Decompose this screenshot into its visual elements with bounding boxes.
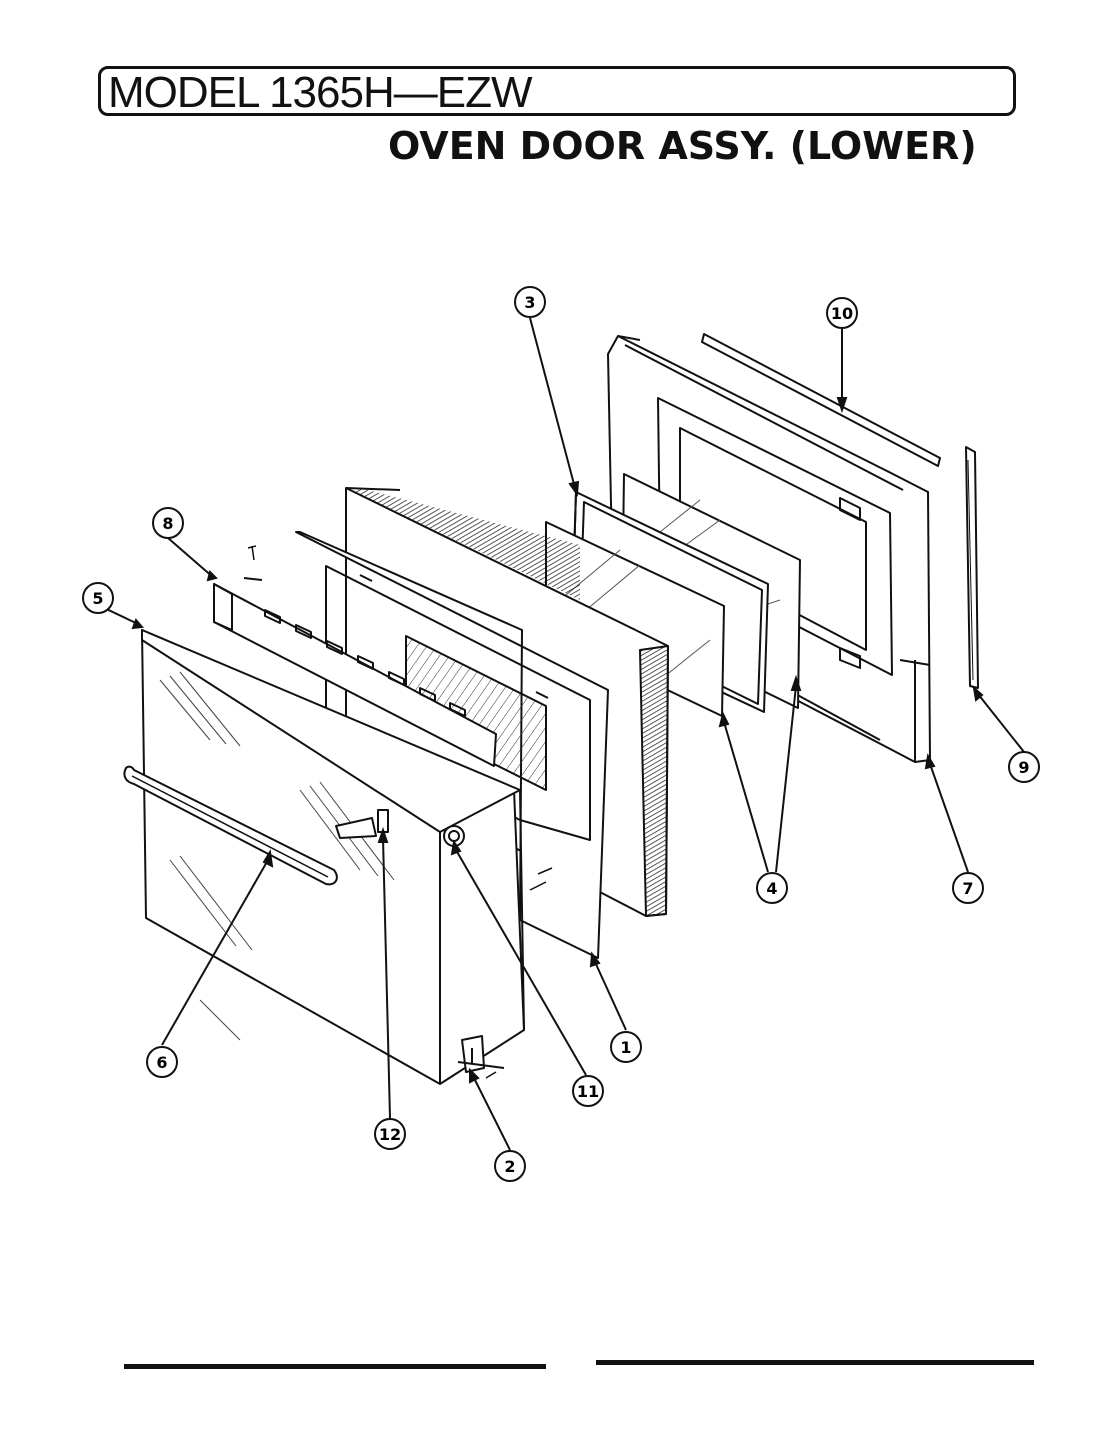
callout-11-label: 11 (577, 1082, 599, 1101)
callout-1-label: 1 (620, 1038, 631, 1057)
callout-12: 12 (374, 1118, 406, 1150)
callout-2: 2 (494, 1150, 526, 1182)
model-header-box (98, 66, 1016, 116)
callout-11: 11 (572, 1075, 604, 1107)
callout-10: 10 (826, 297, 858, 329)
door-handle (123, 765, 338, 886)
callout-9: 9 (1008, 751, 1040, 783)
model-label: MODEL 1365H—EZW (108, 68, 532, 117)
callout-1: 1 (610, 1031, 642, 1063)
door-hinge-bracket (457, 1035, 505, 1073)
callout-8: 8 (152, 507, 184, 539)
callout-8-label: 8 (162, 514, 173, 533)
mounting-screws (247, 545, 553, 1079)
top-trim-strip (701, 333, 941, 467)
side-trim-strip (965, 446, 979, 689)
callout-9-label: 9 (1018, 758, 1029, 777)
door-trim-panel (213, 577, 497, 767)
callouts: 10 3 8 5 9 4 7 1 (82, 286, 1040, 1182)
callout-7: 7 (952, 872, 984, 904)
callout-6-label: 6 (156, 1053, 167, 1072)
callout-3-label: 3 (524, 293, 535, 312)
handle-mount-clip (335, 809, 389, 839)
callout-12-label: 12 (379, 1125, 401, 1144)
footer-rule-left (124, 1364, 546, 1369)
callout-6: 6 (146, 1046, 178, 1078)
section-title: OVEN DOOR ASSY. (LOWER) (388, 124, 977, 168)
callout-3: 3 (514, 286, 546, 318)
callout-4: 4 (756, 872, 788, 904)
callout-10-label: 10 (831, 304, 853, 323)
callout-2-label: 2 (504, 1157, 515, 1176)
callout-5: 5 (82, 582, 114, 614)
leader-lines (97, 317, 1025, 1151)
footer-rule-right (596, 1360, 1034, 1365)
callout-5-label: 5 (92, 589, 103, 608)
callout-4-label: 4 (766, 879, 777, 898)
callout-7-label: 7 (962, 879, 973, 898)
